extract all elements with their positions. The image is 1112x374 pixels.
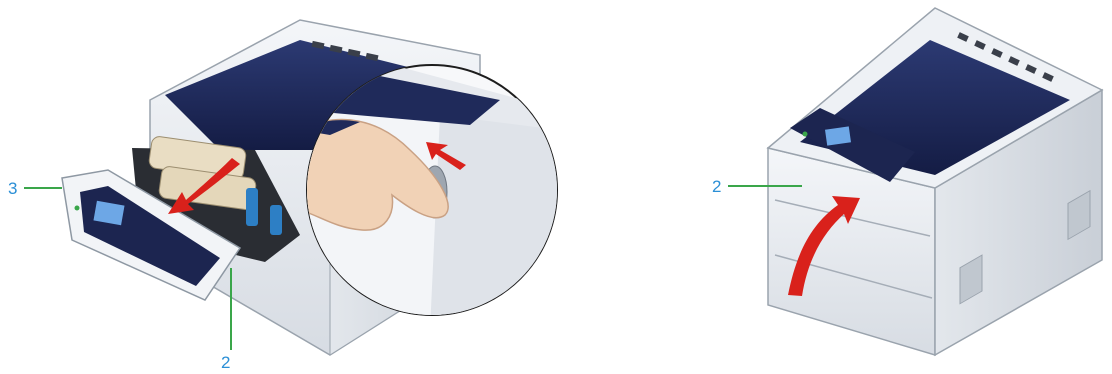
callout-button-number-left: 2	[221, 353, 230, 372]
callout-front-cover-number: 3	[8, 179, 17, 198]
callout-button-number-right: 2	[712, 177, 721, 196]
right-panel-lcd	[825, 126, 851, 145]
right-printer-figure	[768, 8, 1102, 355]
right-panel-led	[803, 132, 808, 137]
panel-led	[75, 206, 80, 211]
